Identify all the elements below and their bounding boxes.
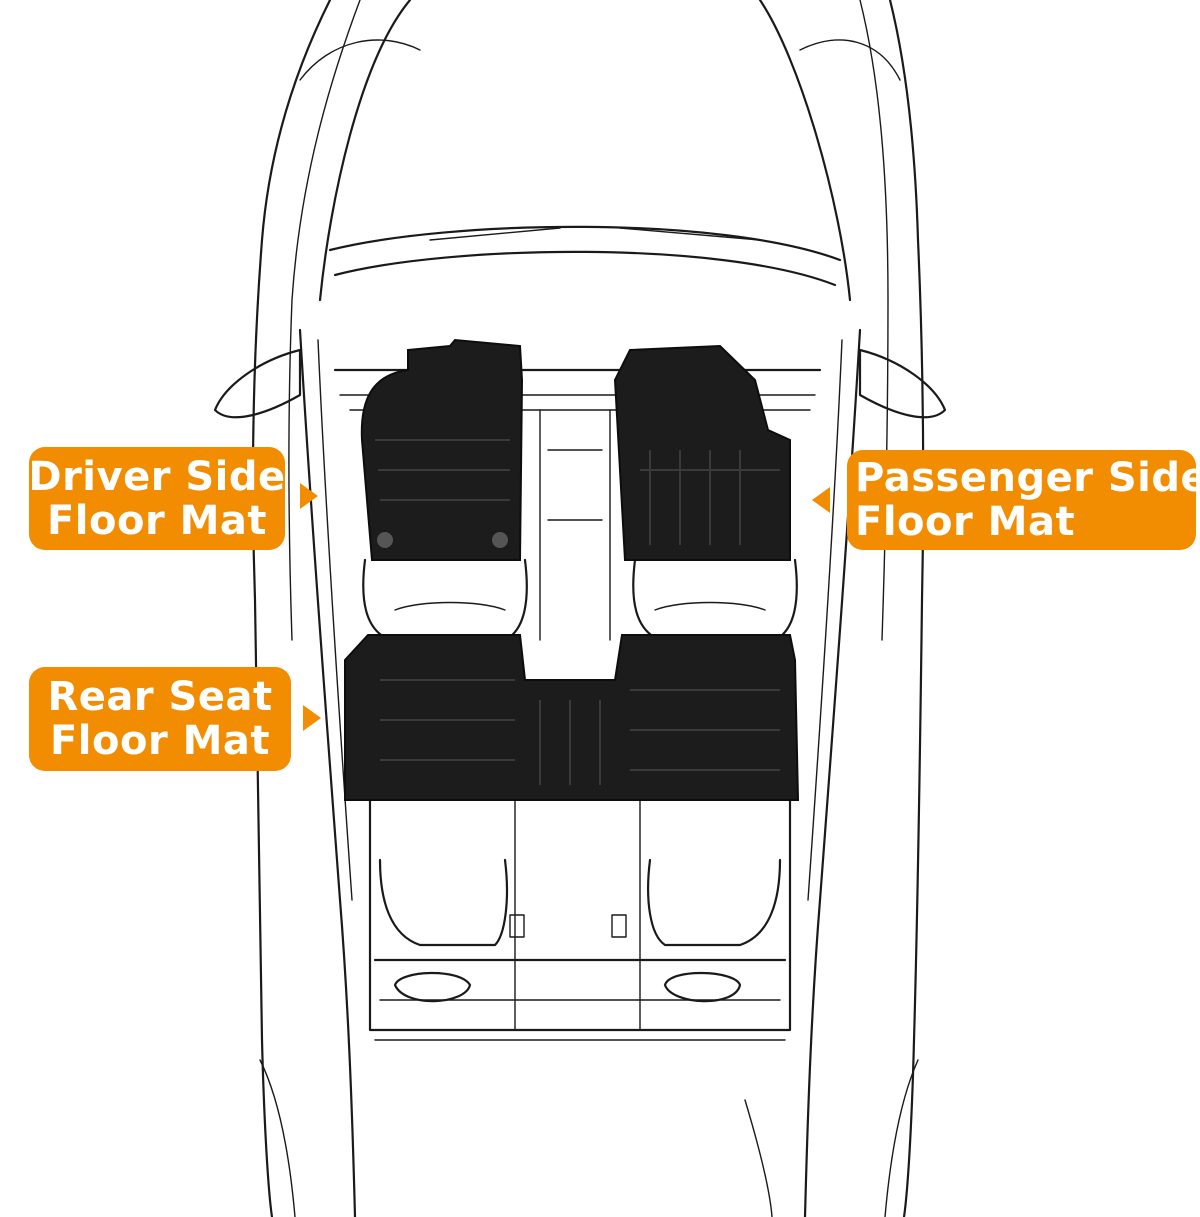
rear-label-line1: Rear Seat [47, 674, 273, 720]
driver-pointer-icon [300, 483, 318, 509]
rear-pointer-icon [303, 705, 321, 731]
rear-seat-callout: Rear Seat Floor Mat [29, 667, 291, 771]
driver-side-callout: Driver Side Floor Mat [28, 447, 286, 550]
passenger-label-line1: Passenger Side [855, 455, 1200, 501]
passenger-side-floor-mat [613, 344, 791, 561]
car-outline [213, 0, 947, 1217]
passenger-label-line2: Floor Mat [855, 499, 1076, 545]
driver-label-line2: Floor Mat [46, 497, 268, 544]
driver-label-line1: Driver Side [28, 453, 286, 500]
passenger-side-callout: Passenger Side Floor Mat [847, 450, 1200, 550]
rear-label-line2: Floor Mat [49, 718, 271, 764]
rear-seat-floor-mat [344, 634, 800, 801]
passenger-pointer-icon [812, 487, 830, 513]
driver-side-floor-mat [360, 338, 524, 561]
